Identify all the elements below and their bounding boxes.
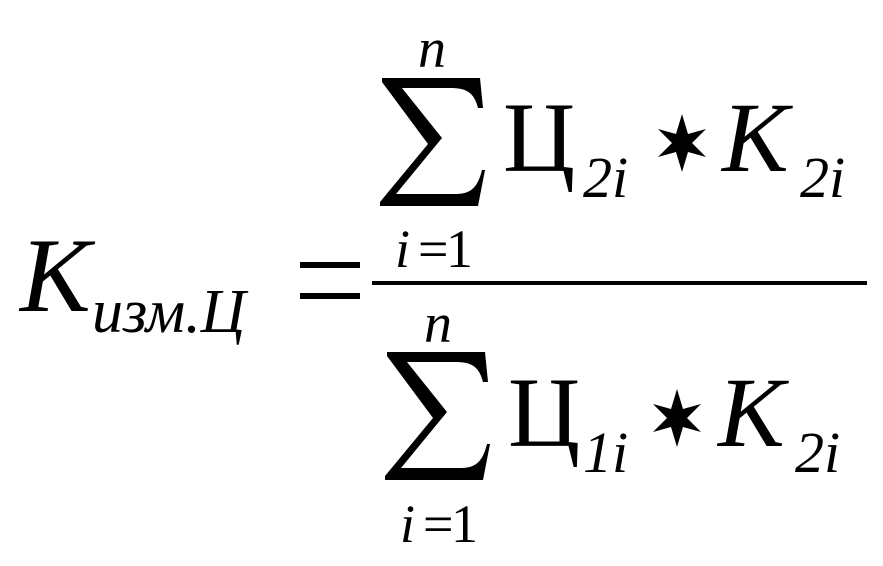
fraction-line: [372, 281, 867, 285]
lower-limit-eq: =: [418, 219, 449, 279]
lower-limit-start: 1: [446, 219, 473, 279]
price-subscript: 2i: [583, 145, 629, 210]
lower-limit-var: i: [395, 219, 411, 279]
sigma-icon: [385, 352, 490, 480]
equals-sign-bottom: [300, 293, 360, 299]
price-symbol: Ц: [503, 82, 576, 193]
coef-subscript: 2i: [800, 145, 846, 210]
price-symbol: Ц: [508, 357, 581, 468]
coef-subscript: 2i: [795, 420, 841, 485]
sigma-icon: [380, 78, 485, 206]
coef-symbol: K: [722, 82, 789, 193]
lhs-symbol: K: [20, 217, 91, 334]
upper-limit: n: [418, 18, 446, 80]
lower-limit-eq: =: [423, 494, 454, 554]
lhs-subscript: изм.Ц: [92, 278, 246, 346]
star-multiply-icon: [658, 114, 706, 172]
lower-limit-var: i: [400, 494, 416, 554]
star-multiply-icon: [653, 389, 701, 447]
equals-sign-top: [300, 262, 360, 268]
coef-symbol: K: [718, 357, 785, 468]
upper-limit: n: [424, 293, 452, 355]
lower-limit-start: 1: [451, 494, 478, 554]
price-subscript: 1i: [583, 420, 629, 485]
